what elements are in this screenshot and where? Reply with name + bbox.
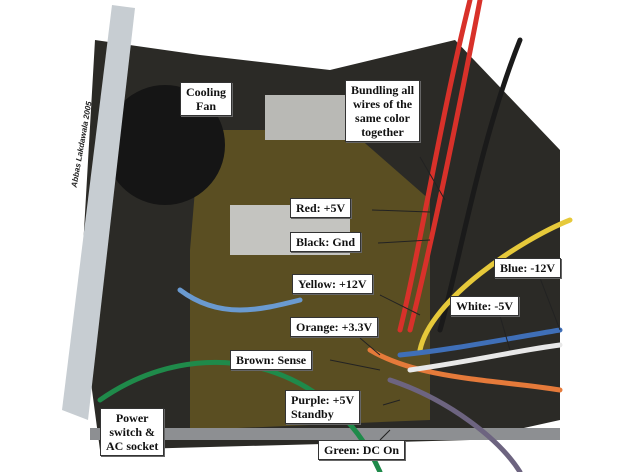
bottom-panel — [90, 428, 560, 440]
label-line: Fan — [196, 99, 217, 113]
label-line: Standby — [291, 407, 334, 421]
callout-lines — [329, 156, 561, 441]
label-yellow: Yellow: +12V — [292, 274, 373, 294]
label-blue: Blue: -12V — [494, 258, 561, 278]
label-black: Black: Gnd — [290, 232, 362, 252]
wires — [97, 0, 573, 472]
label-line: together — [361, 125, 404, 139]
label-cooling-fan: Cooling Fan — [180, 82, 233, 116]
wire-red — [397, 0, 473, 333]
wire-purple — [387, 377, 523, 472]
label-green: Green: DC On — [318, 440, 406, 460]
wire-blue-board — [177, 287, 303, 313]
label-line: Power — [115, 411, 149, 425]
label-line: Bundling all — [351, 83, 415, 97]
label-orange: Orange: +3.3V — [290, 317, 379, 337]
side-panel — [62, 5, 135, 420]
wire-blue — [397, 327, 563, 358]
label-brown: Brown: Sense — [230, 350, 313, 370]
label-line: wires of the — [352, 97, 413, 111]
label-line: Cooling — [186, 85, 227, 99]
label-line: AC socket — [106, 439, 159, 453]
label-power-switch: Power switch & AC socket — [100, 408, 165, 456]
label-bundling: Bundling all wires of the same color tog… — [345, 80, 421, 142]
label-red: Red: +5V — [290, 198, 352, 218]
wire-orange — [367, 347, 563, 393]
label-line: switch & — [109, 425, 155, 439]
label-purple: Purple: +5V Standby — [285, 390, 361, 424]
wire-red — [407, 0, 483, 333]
wire-yellow — [417, 217, 573, 353]
label-line: same color — [355, 111, 411, 125]
label-line: Purple: +5V — [291, 393, 355, 407]
wire-white — [407, 342, 563, 373]
label-white: White: -5V — [450, 296, 519, 316]
